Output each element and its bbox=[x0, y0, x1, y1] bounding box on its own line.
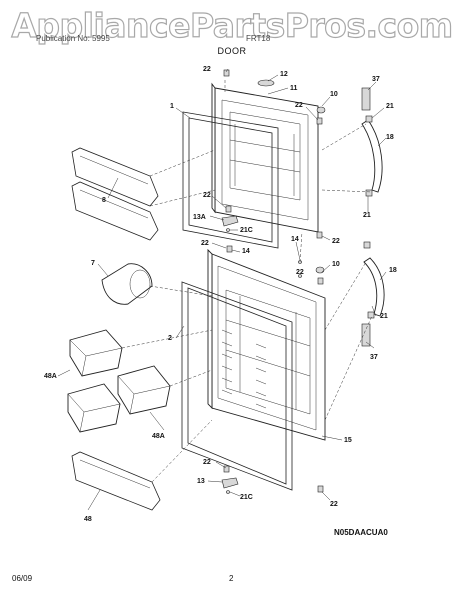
section-title: DOOR bbox=[217, 46, 247, 56]
freezer-door-handle bbox=[361, 87, 383, 197]
screw-icon bbox=[223, 245, 324, 493]
page-number: 2 bbox=[229, 574, 234, 583]
callout: 1 bbox=[170, 103, 174, 110]
fresh-food-door-gasket bbox=[181, 281, 293, 491]
door-shelf-bar bbox=[71, 451, 161, 511]
screw-icon bbox=[223, 69, 323, 239]
callout: 22 bbox=[332, 238, 340, 245]
callout: 22 bbox=[203, 459, 211, 466]
callout: 22 bbox=[203, 66, 211, 73]
callout: 37 bbox=[370, 354, 378, 361]
callout: 15 bbox=[344, 437, 352, 444]
callout: 18 bbox=[389, 267, 397, 274]
callout: 8 bbox=[102, 197, 106, 204]
callout: 21 bbox=[363, 212, 371, 219]
bushing-icon bbox=[316, 106, 326, 114]
door-bin bbox=[67, 329, 171, 433]
callout: 12 bbox=[280, 71, 288, 78]
callout: 18 bbox=[386, 134, 394, 141]
hinge-icon bbox=[221, 215, 239, 227]
callout: 22 bbox=[201, 240, 209, 247]
callout: 22 bbox=[296, 269, 304, 276]
freezer-door-panel bbox=[211, 82, 319, 233]
callout: 2 bbox=[168, 335, 172, 342]
callout: 7 bbox=[91, 260, 95, 267]
callout: 13 bbox=[197, 478, 205, 485]
callout: 21 bbox=[386, 103, 394, 110]
callout-labels: 22 12 11 1 37 10 22 21 18 8 22 13A 21C 2… bbox=[44, 66, 397, 523]
diagram-code: N05DAACUA0 bbox=[334, 528, 388, 537]
callout: 13A bbox=[193, 214, 206, 221]
callout: 10 bbox=[332, 261, 340, 268]
bushing-icon bbox=[315, 266, 325, 274]
model-number: FRT18 bbox=[246, 34, 271, 43]
footer-date: 06/09 bbox=[12, 574, 33, 583]
hinge-icon bbox=[221, 477, 239, 489]
plug-icon bbox=[257, 79, 275, 87]
callout: 48 bbox=[84, 516, 92, 523]
callout: 22 bbox=[295, 102, 303, 109]
callout: 48A bbox=[152, 433, 165, 440]
fresh-food-door-handle bbox=[361, 241, 385, 347]
freezer-shelf-bars bbox=[71, 147, 159, 241]
callout: 21 bbox=[380, 313, 388, 320]
callout: 48A bbox=[44, 373, 57, 380]
callout: 21C bbox=[240, 227, 253, 234]
callout: 10 bbox=[330, 91, 338, 98]
freezer-door-gasket bbox=[182, 111, 279, 249]
callout: 22 bbox=[203, 192, 211, 199]
callout: 14 bbox=[291, 236, 299, 243]
callout: 11 bbox=[290, 85, 298, 92]
callout: 37 bbox=[372, 76, 380, 83]
callout: 14 bbox=[242, 248, 250, 255]
fresh-food-door-panel bbox=[207, 248, 326, 441]
publication-number: Publication No: 5995 bbox=[36, 34, 110, 43]
callout: 22 bbox=[330, 501, 338, 508]
dairy-compartment bbox=[101, 263, 153, 305]
callout: 21C bbox=[240, 494, 253, 501]
watermark-logo: AppliancePartsPros.com bbox=[11, 5, 454, 45]
